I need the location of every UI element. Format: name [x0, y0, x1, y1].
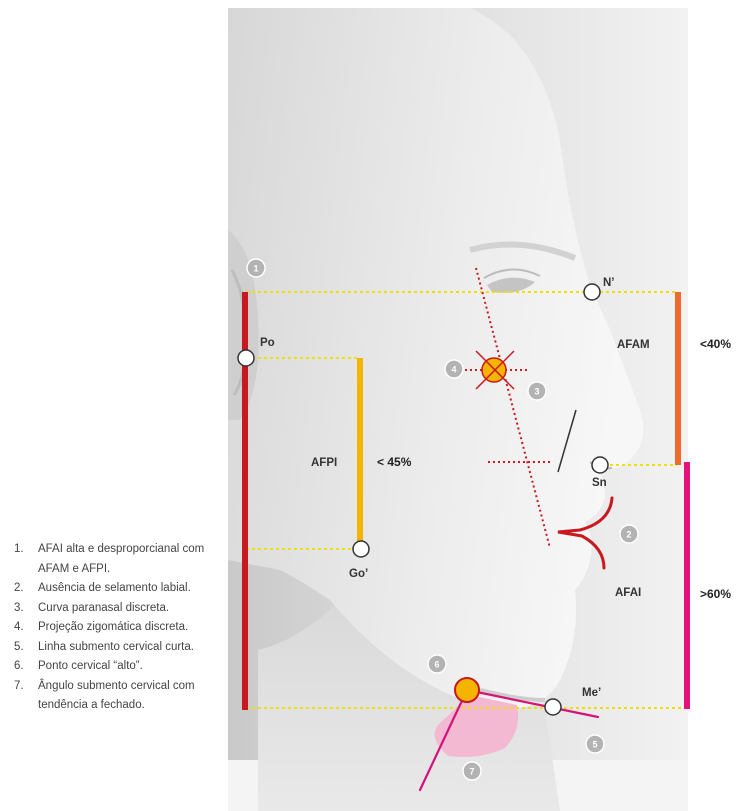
svg-text:5: 5: [592, 740, 597, 750]
badge-7: 7: [463, 762, 481, 780]
legend-item: 2. Ausência de selamento labial.: [14, 579, 224, 599]
afpi-bar: [357, 358, 363, 547]
landmark-po-point: [238, 350, 254, 366]
landmark-n-label: N’: [603, 277, 615, 289]
svg-text:6: 6: [434, 660, 439, 670]
landmark-po-label: Po: [260, 337, 275, 349]
legend-text: Projeção zigomática discreta.: [38, 621, 188, 633]
legend-number: 2.: [14, 579, 24, 599]
afai-value: >60%: [700, 587, 731, 601]
afam-bar: [675, 292, 681, 465]
landmark-n-point: [584, 284, 600, 300]
legend-number: 4.: [14, 618, 24, 638]
svg-text:1: 1: [253, 264, 258, 274]
legend-text: AFAI alta e desproporcianal com AFAM e A…: [38, 543, 204, 575]
legend-text: Linha submento cervical curta.: [38, 641, 194, 653]
legend-text: Ângulo submento cervical com tendência a…: [38, 680, 195, 712]
afpi-label: AFPI: [311, 457, 337, 469]
landmark-go-label: Go’: [349, 568, 368, 580]
afpi-value: < 45%: [377, 455, 412, 469]
landmark-me-point: [545, 699, 561, 715]
landmark-sn-point: [592, 457, 608, 473]
legend-list: 1. AFAI alta e desproporcianal com AFAM e…: [14, 540, 224, 716]
legend-item: 6. Ponto cervical “alto”.: [14, 657, 224, 677]
legend-text: Ausência de selamento labial.: [38, 582, 191, 594]
svg-text:4: 4: [451, 365, 456, 375]
legend-text: Ponto cervical “alto”.: [38, 660, 143, 672]
legend-number: 5.: [14, 638, 24, 658]
legend-item: 1. AFAI alta e desproporcianal com AFAM e…: [14, 540, 224, 579]
legend-number: 3.: [14, 599, 24, 619]
landmark-go-point: [353, 541, 369, 557]
afam-label: AFAM: [617, 339, 650, 351]
afai-label: AFAI: [615, 587, 641, 599]
landmark-sn-label: Sn: [592, 477, 607, 489]
landmark-me-label: Me’: [582, 687, 601, 699]
afai-bar: [684, 462, 690, 709]
badge-5: 5: [586, 735, 604, 753]
legend-item: 4. Projeção zigomática discreta.: [14, 618, 224, 638]
badge-2: 2: [620, 525, 638, 543]
svg-text:2: 2: [626, 530, 631, 540]
svg-text:7: 7: [469, 767, 474, 777]
legend-number: 1.: [14, 540, 24, 560]
badge-3: 3: [528, 382, 546, 400]
legend-item: 5. Linha submento cervical curta.: [14, 638, 224, 658]
afam-value: <40%: [700, 337, 731, 351]
legend-number: 7.: [14, 677, 24, 697]
badge-6: 6: [428, 655, 446, 673]
badge-4: 4: [445, 360, 463, 378]
legend-text: Curva paranasal discreta.: [38, 602, 169, 614]
badge-1: 1: [247, 259, 265, 277]
legend-item: 3. Curva paranasal discreta.: [14, 599, 224, 619]
cervical-point: [455, 678, 479, 702]
legend-item: 7. Ângulo submento cervical com tendência…: [14, 677, 224, 716]
svg-text:3: 3: [534, 387, 539, 397]
legend-number: 6.: [14, 657, 24, 677]
